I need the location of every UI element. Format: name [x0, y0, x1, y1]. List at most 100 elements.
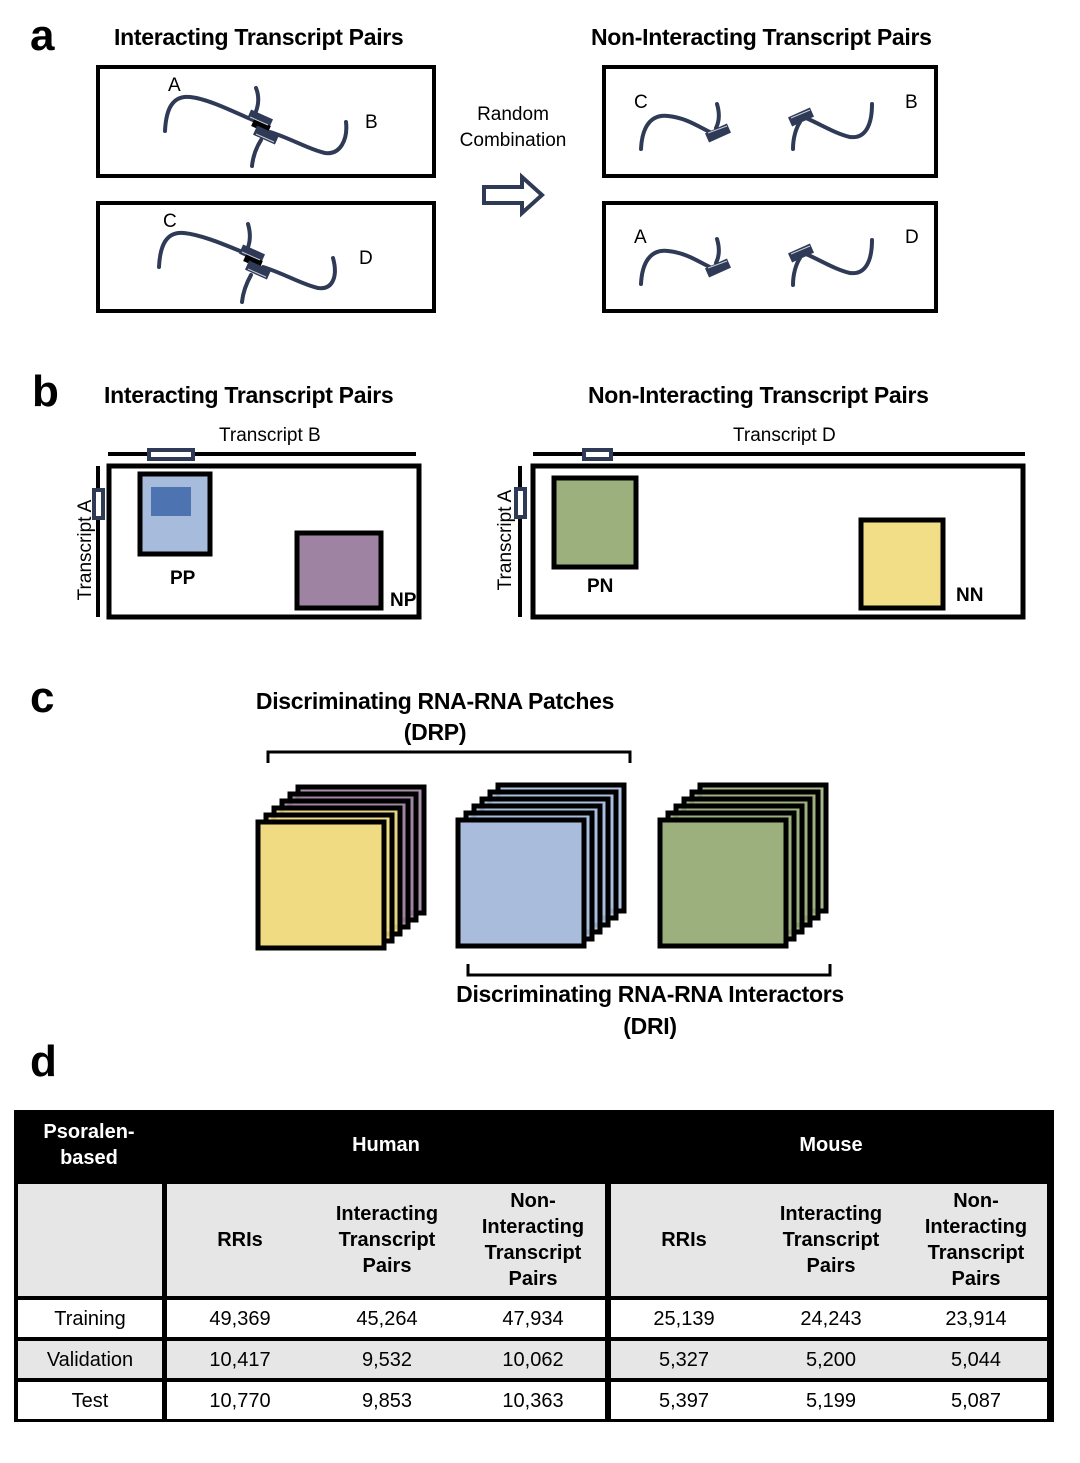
binding-site-marker: [582, 448, 613, 461]
row-label: Validation: [18, 1341, 162, 1378]
table-cell: 25,139: [611, 1300, 757, 1337]
arrow-right-icon: [482, 172, 545, 218]
interacting-box-2: [96, 201, 436, 313]
interacting-box-1: [96, 65, 436, 178]
arrow-label-line1: Random: [477, 104, 549, 125]
table-cell: 23,914: [905, 1300, 1047, 1337]
dataset-table: Psoralen- based Human Mouse RRIs Interac…: [14, 1110, 1054, 1422]
patch-label-pp: PP: [170, 568, 196, 589]
binding-site-marker: [92, 488, 105, 520]
table-cell: 10,417: [167, 1341, 313, 1378]
header-line: Interacting: [924, 1216, 1028, 1238]
table-cell: 10,363: [461, 1382, 605, 1419]
patch-layer-nn-np: [255, 819, 387, 951]
table-cell: 5,199: [757, 1382, 905, 1419]
panel-d-letter: d: [30, 1037, 57, 1086]
patch-nn: [858, 517, 946, 611]
header-line: Pairs: [951, 1268, 1001, 1290]
table-cell: 10,062: [461, 1341, 605, 1378]
table-cell: 5,397: [611, 1382, 757, 1419]
binding-clamp-1: [247, 109, 279, 145]
table-cell: 5,200: [757, 1341, 905, 1378]
header-line: Transcript: [484, 1242, 582, 1264]
table-cell: 45,264: [313, 1300, 461, 1337]
table-cell: 5,044: [905, 1341, 1047, 1378]
header-line: Interacting: [335, 1203, 439, 1225]
strand-label: C: [163, 211, 177, 232]
header-line: Interacting: [481, 1216, 585, 1238]
patch-label-pn: PN: [587, 576, 614, 597]
arrow-label-line2: Combination: [459, 130, 567, 151]
header-line: Non-: [510, 1190, 556, 1212]
panel-b-left-title: Interacting Transcript Pairs: [104, 382, 394, 408]
strand-label: B: [905, 92, 918, 113]
drp-bracket: [266, 750, 632, 763]
patch-pp-core: [151, 487, 191, 516]
dri-label-line1: Discriminating RNA-RNA Interactors: [456, 981, 844, 1007]
patch-layer-pp: [455, 817, 587, 949]
panel-b-diagram: [92, 448, 1026, 620]
table-cell: 47,934: [461, 1300, 605, 1337]
table-cell: 9,532: [313, 1341, 461, 1378]
patch-stacks: [255, 782, 829, 951]
rna-strands-non-interacting-1: [639, 102, 874, 151]
binding-clamp-2: [239, 244, 271, 280]
panel-a-diagram: [96, 65, 938, 313]
rna-strands-interacting-2: [157, 222, 337, 304]
col-header-mouse-rris: RRIs: [611, 1184, 757, 1296]
strand-label: A: [634, 227, 647, 248]
non-interacting-box-1: [602, 65, 938, 178]
axis-label-transcript-d: Transcript D: [733, 425, 836, 446]
binding-site-marker: [147, 448, 195, 461]
patch-label-nn: NN: [956, 585, 984, 606]
patch-label-np: NP: [390, 590, 417, 611]
strand-label: B: [365, 112, 378, 133]
strand-label: D: [905, 227, 919, 248]
table-cell: 5,087: [905, 1382, 1047, 1419]
group-header-human: Human: [352, 1134, 420, 1156]
table-corner-label: Psoralen- based: [43, 1121, 135, 1169]
strand-label: A: [168, 75, 181, 96]
half-clamp: [788, 243, 814, 263]
patch-layer-pn: [657, 817, 789, 949]
half-clamp: [788, 107, 814, 127]
col-header-human-rris: RRIs: [167, 1184, 313, 1296]
group-header-mouse: Mouse: [799, 1134, 863, 1156]
header-line: Pairs: [362, 1255, 412, 1277]
dri-label-line2: (DRI): [623, 1013, 677, 1039]
strand-label: C: [634, 92, 648, 113]
row-label: Test: [18, 1382, 162, 1419]
strand-label: D: [359, 248, 373, 269]
dri-bracket: [466, 964, 832, 977]
header-line: Non-: [953, 1190, 999, 1212]
half-clamp: [705, 258, 731, 278]
row-label: Training: [18, 1300, 162, 1337]
panel-b-right-title: Non-Interacting Transcript Pairs: [588, 382, 929, 408]
drp-label-line1: Discriminating RNA-RNA Patches: [255, 688, 615, 714]
half-clamp: [705, 123, 731, 143]
axis-label-transcript-b: Transcript B: [219, 425, 321, 446]
header-line: Interacting: [779, 1203, 883, 1225]
table-cell: 5,327: [611, 1341, 757, 1378]
header-line: Pairs: [508, 1268, 558, 1290]
header-line: Transcript: [927, 1242, 1025, 1264]
row-header-blank: [18, 1184, 162, 1296]
table-cell: 9,853: [313, 1382, 461, 1419]
header-line: Pairs: [806, 1255, 856, 1277]
rna-strands-non-interacting-2: [639, 237, 874, 287]
header-line: Transcript: [782, 1229, 880, 1251]
patch-np: [294, 530, 384, 611]
panel-c-letter: c: [30, 673, 55, 722]
binding-site-marker: [514, 487, 527, 519]
panel-a-left-title: Interacting Transcript Pairs: [114, 24, 404, 50]
panel-a-right-title: Non-Interacting Transcript Pairs: [591, 24, 932, 50]
drp-label-line2: (DRP): [403, 719, 467, 745]
